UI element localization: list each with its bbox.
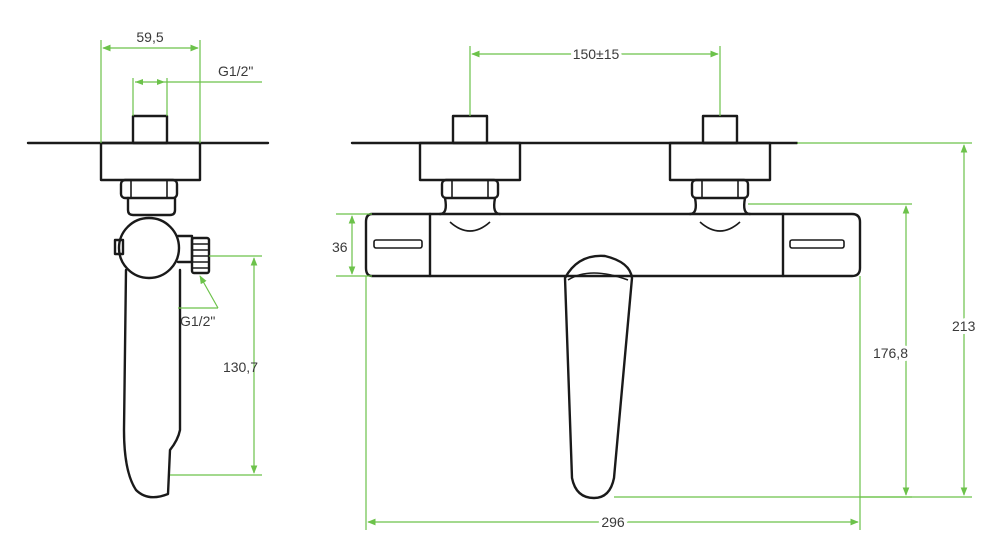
front-right-escutcheon — [668, 141, 772, 182]
front-right-connector-curve — [699, 221, 741, 232]
side-spout-height-label: 130,7 — [223, 359, 258, 375]
side-inlet-thread-dimension: G1/2" — [132, 63, 262, 116]
front-total-width-label: 296 — [601, 514, 625, 530]
front-inlet-spacing-dimension: 150±15 — [469, 43, 721, 116]
front-left-inlet-stub — [451, 114, 489, 145]
side-inlet-thread-label: G1/2" — [218, 63, 253, 79]
side-outlet-thread-label: G1/2" — [180, 313, 215, 329]
front-left-connector-curve — [449, 221, 491, 232]
front-spout — [563, 254, 634, 500]
front-right-inlet-stub — [701, 114, 739, 145]
side-escutcheon — [99, 141, 202, 182]
side-thread-lines — [192, 243, 209, 269]
front-spout-height-dimension: 176,8 — [614, 203, 912, 498]
front-inlet-spacing-label: 150±15 — [573, 46, 620, 62]
side-left-knob — [113, 238, 125, 256]
front-view: 150±15 36 176,8 213 296 — [332, 43, 979, 533]
front-left-handle-grip — [373, 239, 423, 249]
front-total-width-dimension: 296 — [365, 276, 861, 533]
side-spout — [122, 268, 182, 499]
front-body-height-dimension: 36 — [332, 213, 372, 277]
front-left-hex-nut — [440, 178, 500, 200]
front-body-height-label: 36 — [332, 239, 348, 255]
side-view: 59,5 G1/2" G1/2" 130,7 — [26, 29, 270, 499]
side-width-dimension: 59,5 — [100, 29, 201, 143]
front-left-connector — [438, 196, 502, 216]
side-spout-height-dimension: 130,7 — [170, 255, 262, 476]
front-total-height-label: 213 — [952, 318, 976, 334]
side-width-label: 59,5 — [136, 29, 163, 45]
front-spout-collar — [567, 272, 629, 281]
front-total-height-dimension: 213 — [797, 142, 979, 498]
side-connector — [126, 196, 177, 217]
front-right-connector — [688, 196, 752, 216]
side-valve-body — [117, 216, 181, 280]
side-outlet-thread-dimension: G1/2" — [178, 275, 219, 329]
front-mixer-body — [364, 212, 862, 278]
side-hex-nut — [119, 178, 179, 200]
front-spout-height-label: 176,8 — [873, 345, 908, 361]
front-right-hex-nut — [690, 178, 750, 200]
front-right-handle-grip — [789, 239, 845, 249]
front-left-escutcheon — [418, 141, 522, 182]
side-inlet-stub — [131, 114, 169, 145]
